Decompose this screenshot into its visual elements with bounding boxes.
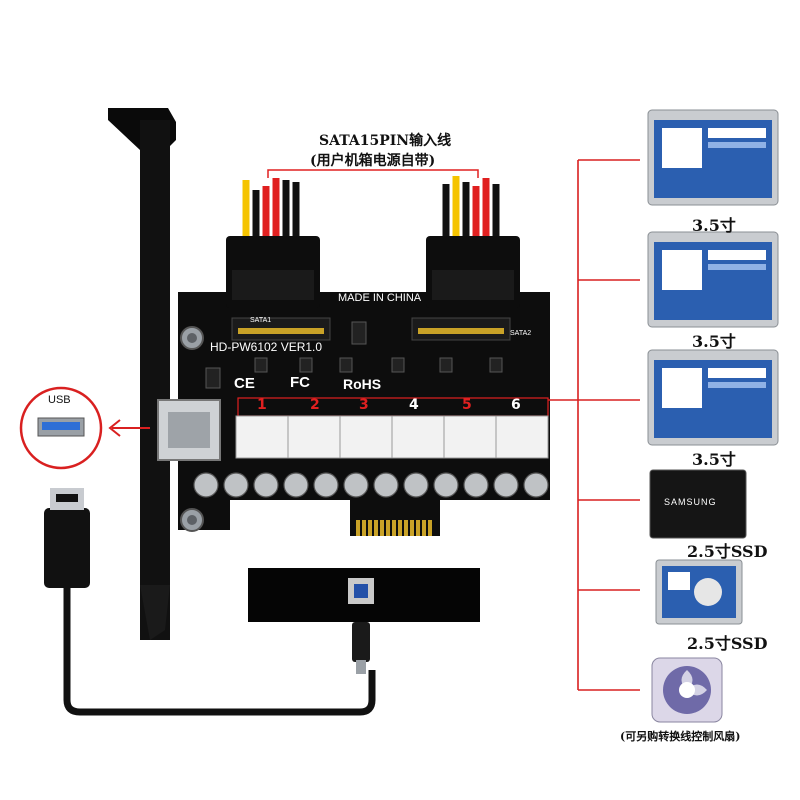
port-number-6: 6 xyxy=(511,397,521,413)
pci-bracket xyxy=(108,108,176,640)
hdd-2-5-icon xyxy=(655,559,743,625)
sata-cable-left xyxy=(226,178,320,308)
device-label-1: 3.5寸 xyxy=(692,216,736,235)
port-number-5: 5 xyxy=(462,397,472,413)
ssd-2-5-icon xyxy=(649,469,747,539)
board-made-in: MADE IN CHINA xyxy=(338,292,422,304)
device-label-6: (可另购转换线控制风扇) xyxy=(620,730,741,743)
usb-b-cable xyxy=(248,568,480,674)
power-headers xyxy=(235,415,549,459)
port-number-2: 2 xyxy=(310,397,320,413)
usb-callout-label: USB xyxy=(48,394,71,406)
device-label-2: 3.5寸 xyxy=(692,332,736,351)
capacitors xyxy=(193,472,549,498)
device-label-4: 2.5寸SSD xyxy=(687,542,768,561)
board-sata-right: SATA2 xyxy=(510,330,532,337)
input-cable-note: (用户机箱电源自带) xyxy=(310,153,436,169)
port-number-3: 3 xyxy=(359,397,369,413)
sata-cable-right xyxy=(426,176,520,308)
ssd-brand: SAMSUNG xyxy=(664,497,717,507)
device-label-5: 2.5寸SSD xyxy=(687,634,768,653)
port-number-4: 4 xyxy=(409,397,419,413)
port-number-1: 1 xyxy=(257,397,267,413)
fan-icon xyxy=(651,657,723,723)
input-cable-label: SATA15PIN输入线 xyxy=(319,133,452,149)
device-label-3: 3.5寸 xyxy=(692,450,736,469)
board-sata-left: SATA1 xyxy=(250,317,272,324)
usb-a-cable xyxy=(44,488,376,716)
input-cable-callout-line xyxy=(267,169,479,178)
mark-ce: CE xyxy=(234,375,255,392)
board-model: HD-PW6102 VER1.0 xyxy=(210,340,323,354)
mark-fc: FC xyxy=(290,374,310,391)
devices-callout-line xyxy=(548,159,640,691)
usb-callout xyxy=(19,386,150,470)
hdd-3-5-icon xyxy=(647,231,779,328)
mark-rohs: RoHS xyxy=(343,376,382,392)
hdd-3-5-icon xyxy=(647,109,779,206)
pcb-board xyxy=(157,292,550,536)
hdd-3-5-icon xyxy=(647,349,779,446)
